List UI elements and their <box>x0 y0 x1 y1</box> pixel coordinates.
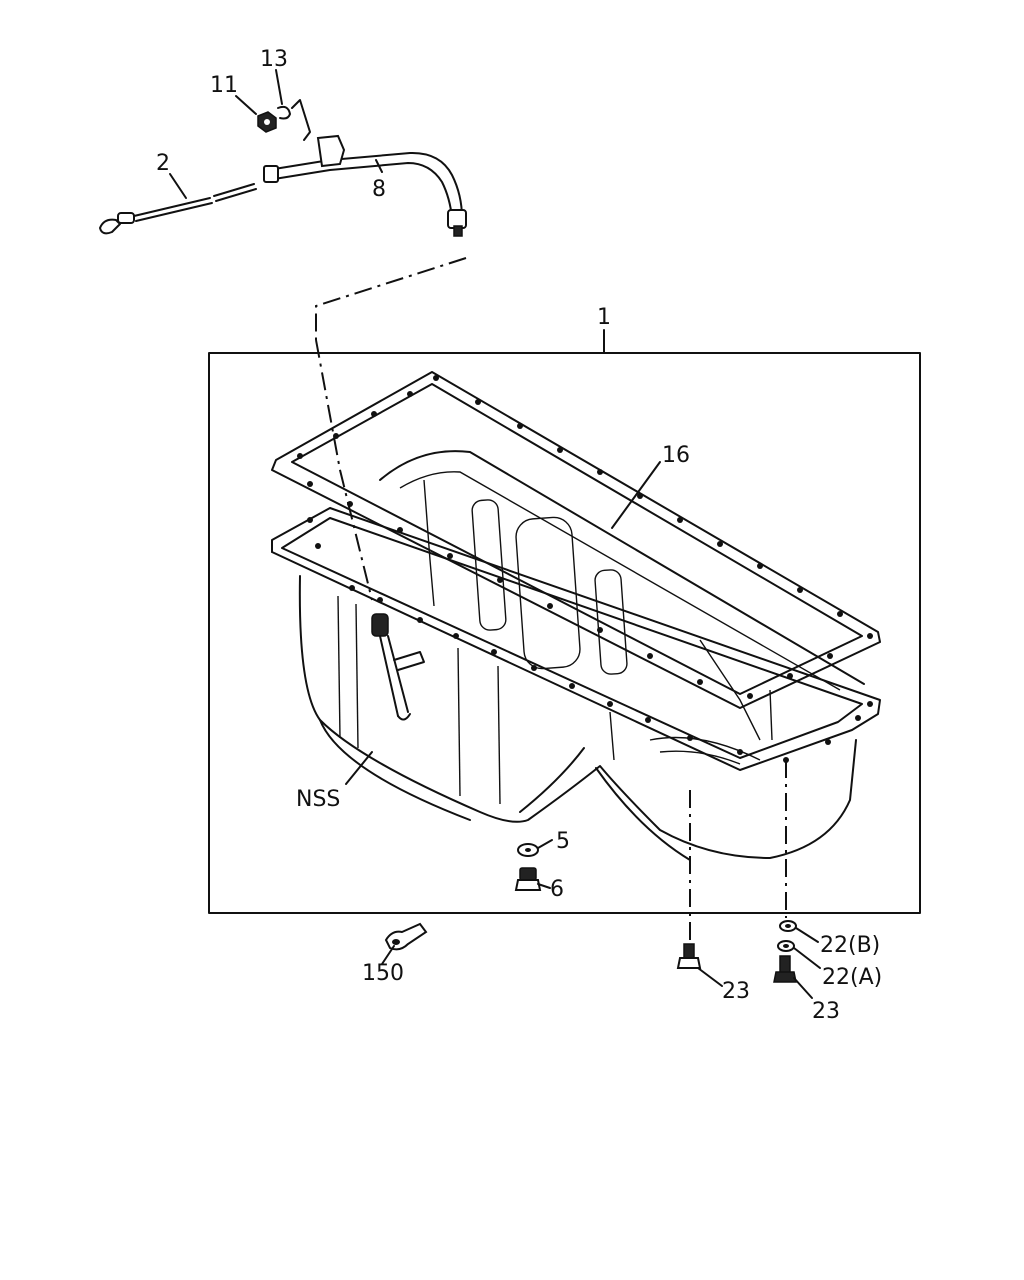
oil-pan-gasket <box>271 371 881 709</box>
assembly-frame <box>208 352 921 914</box>
leader-8 <box>375 159 383 173</box>
part-150 <box>384 922 428 951</box>
leader-2 <box>169 173 187 199</box>
washer-22a <box>777 940 795 952</box>
callout-11: 11 <box>210 73 238 98</box>
leader-nss <box>345 751 373 785</box>
callout-22a: 22(A) <box>822 965 882 990</box>
leader-22b <box>795 927 819 943</box>
washer-22b <box>779 920 797 932</box>
callout-150: 150 <box>362 961 404 986</box>
callout-2: 2 <box>156 151 170 176</box>
callout-22b: 22(B) <box>820 933 880 958</box>
leader-13 <box>275 69 283 105</box>
dipstick-bracket <box>371 613 425 721</box>
callout-6: 6 <box>550 877 564 902</box>
callout-5: 5 <box>556 829 570 854</box>
callout-23-right: 23 <box>812 999 840 1024</box>
leader-23-right <box>793 977 813 999</box>
oil-pan <box>271 450 881 861</box>
leader-23-left <box>697 967 723 987</box>
leader-22a <box>793 947 821 969</box>
callout-13: 13 <box>260 47 288 72</box>
drain-plug-6 <box>514 867 542 891</box>
callout-16: 16 <box>662 443 690 468</box>
bracket-tab <box>291 99 311 141</box>
dipstick-guide-tube <box>263 134 467 237</box>
leader-150 <box>381 945 395 965</box>
centerline-dipstick-inner <box>315 339 373 601</box>
clip-13 <box>277 105 291 120</box>
leader-5 <box>537 839 553 849</box>
leader-11 <box>235 95 257 115</box>
bolt-23-left <box>676 943 702 969</box>
callout-8: 8 <box>372 177 386 202</box>
washer-5 <box>517 843 539 857</box>
callout-23-left: 23 <box>722 979 750 1004</box>
callout-1: 1 <box>597 305 611 330</box>
nut-11 <box>257 111 277 133</box>
bolt-23-right <box>773 955 797 983</box>
dipstick <box>99 183 257 235</box>
callout-nss: NSS <box>296 787 340 812</box>
leader-16 <box>611 461 661 529</box>
leader-6 <box>537 883 551 889</box>
centerline-dipstick <box>315 257 467 340</box>
